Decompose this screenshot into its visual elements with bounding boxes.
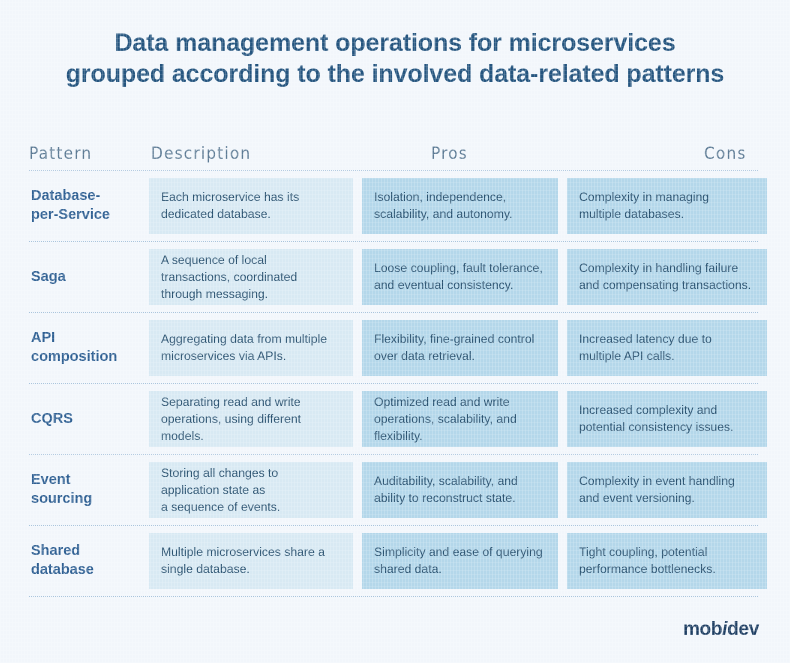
column-gap — [353, 526, 362, 596]
column-gap — [558, 313, 567, 383]
logo-part-i: i — [722, 619, 728, 640]
mobidev-logo: mobidev — [683, 619, 759, 641]
patterns-table: Pattern Description Pros Cons Database-p… — [29, 135, 767, 597]
title-line-1: Data management operations for microserv… — [114, 29, 676, 57]
column-gap — [353, 171, 362, 241]
column-gap — [353, 313, 362, 383]
table-body: Database-per-Service Each microservice ha… — [29, 171, 767, 597]
column-gap — [558, 526, 567, 596]
column-gap — [558, 242, 567, 312]
column-header-cons: Cons — [704, 144, 747, 164]
column-gap — [140, 526, 149, 596]
column-gap — [353, 455, 362, 525]
column-gap — [140, 242, 149, 312]
table-row: Database-per-Service Each microservice ha… — [29, 171, 767, 242]
column-gap — [140, 171, 149, 241]
column-gap — [627, 135, 636, 170]
column-gap — [558, 384, 567, 454]
column-gap — [353, 384, 362, 454]
pattern-name-cell: Saga — [31, 268, 66, 285]
pattern-name-cell: Database-per-Service — [31, 188, 110, 223]
column-header-description: Description — [151, 144, 252, 164]
column-gap — [140, 135, 149, 170]
column-gap — [140, 313, 149, 383]
table-header-row: Pattern Description Pros Cons — [29, 135, 758, 171]
column-header-pattern: Pattern — [29, 144, 93, 164]
column-gap — [353, 242, 362, 312]
page-title: Data management operations for microserv… — [0, 0, 790, 90]
column-gap — [140, 455, 149, 525]
logo-part-mob: mob — [682, 619, 723, 640]
pros-cell: Isolation, independence,scalability, and… — [362, 178, 558, 234]
column-gap — [355, 135, 364, 170]
pros-cell: Loose coupling, fault tolerance,and even… — [362, 249, 558, 305]
title-line-2: grouped according to the involved data-r… — [65, 60, 725, 88]
column-header-pros: Pros — [431, 144, 468, 164]
pattern-name-cell: CQRS — [31, 410, 73, 427]
column-gap — [558, 171, 567, 241]
column-gap — [140, 384, 149, 454]
logo-part-dev: dev — [727, 619, 759, 640]
column-gap — [558, 455, 567, 525]
